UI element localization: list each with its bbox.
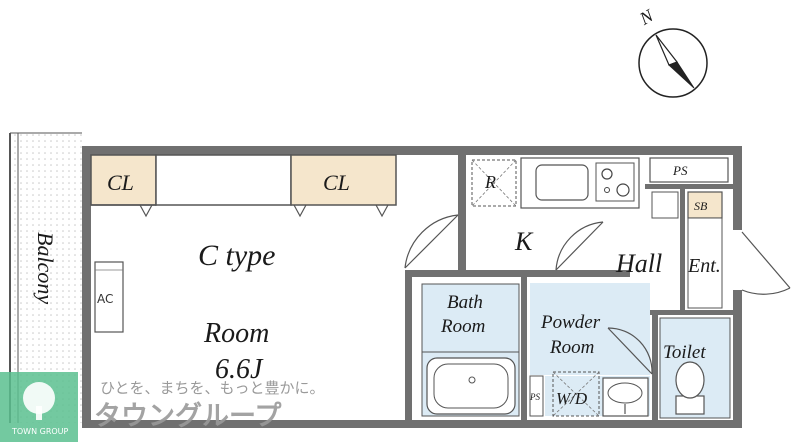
svg-text:W/D: W/D: [556, 389, 588, 408]
room-door: [404, 214, 459, 269]
compass-needle-south-icon: [668, 61, 695, 89]
entrance-door: [741, 231, 791, 295]
powder-room: Powder Room W/D: [530, 283, 650, 417]
svg-text:CL: CL: [107, 170, 134, 195]
compass-north-label: N: [635, 5, 657, 29]
toilet-tank-icon: [675, 395, 705, 415]
svg-text:Bath: Bath: [447, 292, 483, 313]
type-label: C type: [198, 239, 275, 272]
hall-label: Hall: [615, 249, 662, 278]
svg-text:Room: Room: [440, 316, 485, 337]
closet-left: CL: [90, 154, 157, 218]
svg-text:R: R: [484, 172, 496, 192]
air-conditioner: AC: [94, 261, 124, 333]
svg-text:Powder: Powder: [540, 312, 601, 333]
hall-storage: [651, 191, 679, 219]
hall-door: [555, 221, 604, 271]
compass: N: [635, 5, 708, 98]
watermark-tagline: ひとを、まちを、もっと豊かに。: [100, 379, 325, 397]
toilet-bowl-icon: [675, 361, 705, 399]
svg-text:CL: CL: [323, 170, 350, 195]
bathroom: Bath Room: [421, 283, 520, 417]
svg-text:AC: AC: [97, 292, 113, 306]
kitchen-counter: [520, 157, 640, 209]
closet-middle-panel: [155, 154, 292, 206]
pipe-space-small: PS: [529, 375, 544, 417]
room-size: 6.6J: [215, 354, 264, 385]
kitchen-label: K: [514, 227, 534, 256]
walls: [82, 146, 742, 428]
washer-space: [552, 371, 600, 417]
powder-door: [607, 327, 653, 375]
entrance-label: Ent.: [687, 255, 721, 277]
svg-text:Toilet: Toilet: [663, 342, 706, 363]
toilet-room: Toilet: [659, 317, 731, 419]
pipe-space-top: PS: [649, 157, 729, 183]
watermark: TOWN GROUP ひとを、まちを、もっと豊かに。 タウングループ: [0, 372, 325, 442]
stove-icon: [595, 162, 635, 202]
svg-text:PS: PS: [529, 392, 540, 402]
svg-text:Room: Room: [549, 337, 594, 358]
sink-icon: [535, 164, 589, 201]
watermark-brand: タウングループ: [94, 400, 282, 432]
refrigerator-space: R: [471, 159, 517, 207]
room-label: Room: [203, 318, 269, 349]
svg-text:SB: SB: [694, 199, 708, 213]
balcony-label: Balcony: [33, 232, 58, 304]
svg-text:PS: PS: [672, 163, 688, 178]
svg-text:TOWN GROUP: TOWN GROUP: [11, 427, 69, 436]
shoe-box: SB: [687, 191, 723, 309]
closet-right: CL: [290, 154, 397, 218]
